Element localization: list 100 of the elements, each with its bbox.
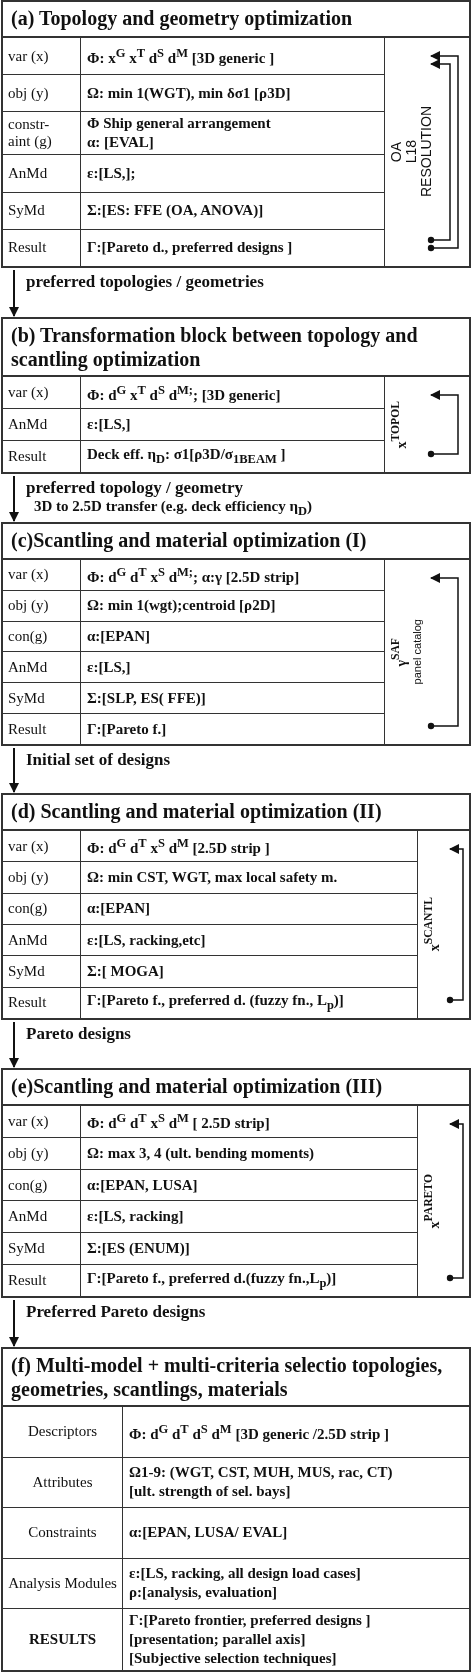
row-label: con(g) <box>8 900 48 918</box>
row-value: Ω: max 3, 4 (ult. bending moments) <box>87 1143 315 1163</box>
table-row <box>3 652 384 684</box>
note-text: 3D to 2.5D transfer (e.g. deck efficiency η$_{D}$) <box>34 498 313 519</box>
table-row <box>3 862 417 894</box>
row-label: var (x) <box>8 384 49 401</box>
row-label: Result <box>8 994 47 1012</box>
edge-label: Pareto designs <box>26 1024 131 1044</box>
row-label: con(g) <box>8 628 48 646</box>
table-row <box>3 75 384 113</box>
block-title: (d) Scantling and material optimization (II) <box>3 795 469 831</box>
block-title: (f) Multi-model + multi-criteria selectio topologies, geometries, scantlings, materials <box>3 1349 469 1407</box>
arrow <box>9 747 19 793</box>
row-value: α: [EVAL] <box>87 133 155 153</box>
table-row <box>3 560 384 591</box>
side-label: RESOLUTION <box>419 106 433 198</box>
table-row <box>3 409 384 441</box>
row-value: Deck eff. η$_{D}$: σ1[ρ3D/σ$_{1BEAM}$ ] <box>87 444 287 468</box>
edge-label: preferred topology / geometry <box>26 478 243 498</box>
row-value: Γ:[Pareto f.] <box>87 719 168 739</box>
row-value: Ω: min 1(WGT), min δσ1 [ρ3D] <box>87 83 292 103</box>
table-row <box>3 1233 417 1266</box>
row-label: obj (y) <box>8 84 49 102</box>
row-label: Attributes <box>32 1473 93 1491</box>
row-value: ε:[LS,] <box>87 415 132 434</box>
row-label: Result <box>8 1272 47 1290</box>
row-value: Ω1-9: (WGT, CST, MUH, MUS, rac, CT) <box>129 1463 394 1483</box>
edge-label: preferred topologies / geometries <box>26 272 264 292</box>
row-value: ε:[LS,]; <box>87 164 137 183</box>
row-label: SyMd <box>8 1240 45 1258</box>
row-value: [ult. strength of sel. bays] <box>129 1482 292 1502</box>
table-row <box>3 38 384 76</box>
edge-label: Preferred Pareto designs <box>26 1302 206 1322</box>
process-block <box>1 793 471 1020</box>
row-label: Descriptors <box>27 1423 98 1441</box>
row-value: Σ:[SLP, ES( FFE)] <box>87 688 207 708</box>
row-value: ε:[LS, racking,etc] <box>87 930 207 950</box>
row-value: Γ:[Pareto d., preferred designs ] <box>87 238 294 258</box>
row-value: Σ:[ MOGA] <box>87 961 165 981</box>
row-label: var (x) <box>8 1112 49 1130</box>
row-value: [Subjective selection techniques] <box>129 1649 338 1668</box>
row-value: ε:[LS, racking, all design load cases] <box>129 1564 362 1584</box>
row-value: α:[EPAN] <box>87 627 152 647</box>
table-row <box>3 621 384 653</box>
row-value: [presentation; parallel axis] <box>129 1630 307 1649</box>
table-row <box>3 1457 469 1508</box>
block-title: (e)Scantling and material optimization (III) <box>3 1070 469 1106</box>
row-value: Γ:[Pareto f., preferred d.(fuzzy fn.,L$_{p}$)] <box>87 1268 338 1292</box>
row-value: Φ: x$^{G}$ x$^{T}$ d$^{S}$ d$^{M}$ [3D generic ] <box>87 45 276 69</box>
row-label: var (x) <box>8 566 49 584</box>
row-label: obj (y) <box>8 597 49 615</box>
row-value: ε:[LS, racking] <box>87 1207 185 1227</box>
row-value: Φ Ship general arrangement <box>87 114 272 134</box>
table-row <box>3 925 417 957</box>
row-label: Result <box>8 239 47 257</box>
row-label: obj (y) <box>8 1144 49 1162</box>
process-block <box>1 522 471 746</box>
row-value: Σ:[ES: FFE (OA, ANOVA)] <box>87 201 265 221</box>
row-label: AnMd <box>8 416 48 433</box>
row-label: Analysis Modules <box>8 1574 117 1592</box>
side-label: OA <box>389 141 403 163</box>
table-row <box>3 590 384 622</box>
row-value: Φ: d$^{G}$ d$^{T}$ x$^{S}$ d$^{M;}$; α:γ [2.5D strip] <box>87 563 301 587</box>
row-value: Σ:[ES (ENUM)] <box>87 1239 191 1259</box>
row-value: α:[EPAN, LUSA] <box>87 1175 199 1195</box>
arrow <box>9 1021 19 1068</box>
row-value: α:[EPAN, LUSA/ EVAL] <box>129 1523 289 1543</box>
row-value: Φ: d$^{G}$ d$^{T}$ x$^{S}$ d$^{M}$ [ 2.5D strip] <box>87 1110 271 1134</box>
process-block <box>1 1068 471 1298</box>
process-block <box>1 0 471 268</box>
block-title: (c)Scantling and material optimization (I) <box>3 524 469 560</box>
row-label: con(g) <box>8 1176 48 1194</box>
block-title: (a) Topology and geometry optimization <box>3 2 469 38</box>
row-label: SyMd <box>8 962 45 980</box>
row-label: constr- aint (g) <box>8 116 53 151</box>
table-row <box>3 112 384 156</box>
row-value: Ω: min CST, WGT, max local safety m. <box>87 868 339 887</box>
row-label: AnMd <box>8 1208 48 1226</box>
row-label: AnMd <box>8 165 48 182</box>
edge-label: Initial set of designs <box>26 750 171 770</box>
row-value: Γ:[Pareto frontier, preferred designs ] <box>129 1611 372 1630</box>
process-block <box>1 1347 471 1672</box>
table-row <box>3 377 384 409</box>
row-value: ε:[LS,] <box>87 657 132 677</box>
row-value: ρ:[analysis, evaluation] <box>129 1583 279 1603</box>
table-row <box>3 1169 417 1202</box>
row-label: Result <box>8 720 47 738</box>
table-row <box>3 155 384 193</box>
side-label: L18 <box>404 140 418 164</box>
table-row <box>3 683 384 715</box>
row-label: SyMd <box>8 202 45 220</box>
table-row <box>3 831 417 863</box>
table-row <box>3 1137 417 1170</box>
row-label: Result <box>8 448 47 465</box>
row-label: var (x) <box>8 837 49 855</box>
row-label: RESULTS <box>29 1631 96 1648</box>
process-block <box>1 317 471 474</box>
side-label: panel catalog <box>409 619 424 685</box>
table-row <box>3 1407 469 1458</box>
table-row <box>3 1106 417 1138</box>
